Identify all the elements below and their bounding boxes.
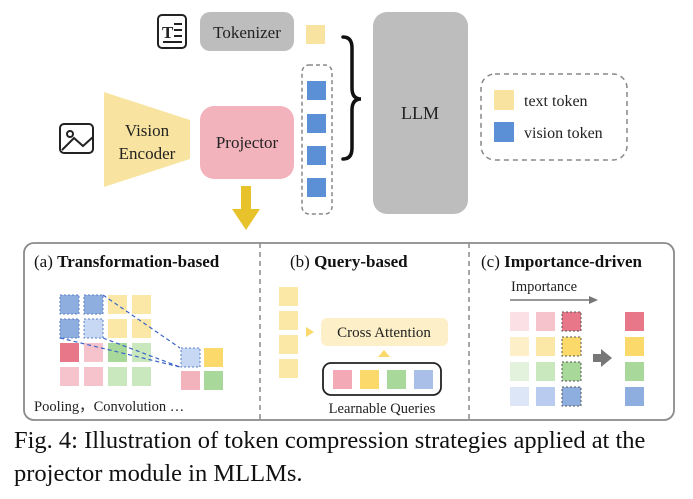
token-grid-4x4 (59, 294, 151, 386)
up-arrow-icon (378, 350, 390, 357)
vision-token (307, 146, 326, 165)
vision-token (307, 114, 326, 133)
llm-label: LLM (401, 103, 439, 123)
learnable-queries-label: Learnable Queries (329, 401, 436, 417)
learnable-query-tokens (333, 370, 433, 389)
image-icon (59, 123, 94, 154)
vision-encoder-label-line1: Vision (125, 121, 170, 140)
text-token-square (306, 25, 325, 44)
vision-encoder-box (104, 92, 190, 187)
vision-token (307, 81, 326, 100)
vision-tokens-container (301, 64, 333, 215)
figure-caption: Fig. 4: Illustration of token compressio… (14, 427, 646, 487)
panel-a-title: (a) Transformation-based (34, 252, 220, 271)
importance-label: Importance (511, 279, 577, 295)
projector-box (200, 106, 294, 179)
legend-text-token-swatch (494, 90, 514, 110)
pooled-token-grid-2x2 (180, 347, 223, 390)
learnable-queries-box (322, 362, 442, 396)
cross-attention-label: Cross Attention (337, 325, 431, 341)
query-based-tokens (279, 287, 298, 378)
panel-a-caption: Pooling，Convolution … (34, 399, 184, 415)
vision-token (307, 178, 326, 197)
projector-label: Projector (216, 133, 279, 152)
right-arrow-icon (306, 327, 314, 337)
svg-text:T: T (162, 23, 174, 42)
legend-box (480, 73, 628, 161)
legend-vision-token-swatch (494, 122, 514, 142)
vision-encoder-label-line2: Encoder (119, 144, 176, 163)
legend-text-token-label: text token (524, 93, 588, 110)
importance-token-grid (510, 311, 582, 407)
text-document-icon: T (157, 14, 187, 49)
tokenizer-box (200, 12, 294, 51)
panel-c-title: (c) Importance-driven (481, 252, 643, 271)
selection-arrow-icon (593, 349, 612, 367)
cross-attention-box (321, 318, 448, 346)
strategies-panel (23, 242, 675, 421)
llm-box (373, 12, 468, 214)
figure-diagram: T Tokenizer Vision Encoder Projector LLM… (23, 12, 675, 421)
down-arrow-icon (232, 186, 260, 230)
importance-arrow (510, 296, 598, 304)
pooling-projection-lines (59, 294, 181, 368)
panel-b-title: (b) Query-based (290, 252, 408, 271)
selected-tokens (625, 312, 644, 406)
tokenizer-label: Tokenizer (213, 23, 281, 42)
curly-brace (341, 35, 362, 161)
legend-vision-token-label: vision token (524, 125, 603, 142)
